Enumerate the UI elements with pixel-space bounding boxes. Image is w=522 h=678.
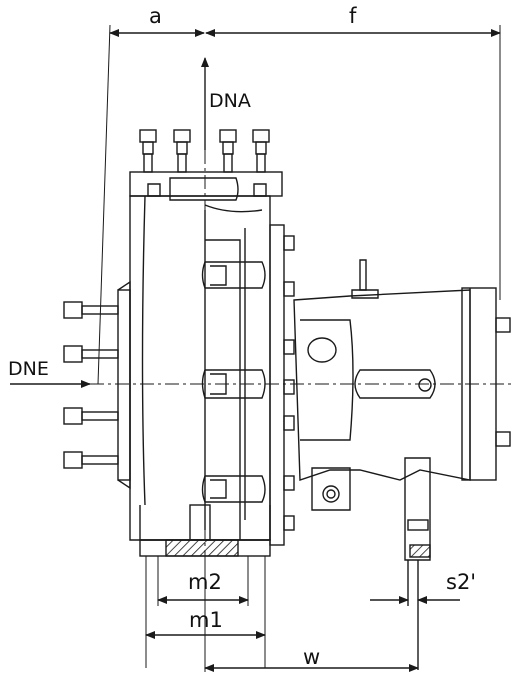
bracket-bolts [283,235,295,531]
bearing-bracket [293,289,471,481]
inlet-label: DNE [8,358,49,380]
dim-label-m1: m1 [189,608,223,632]
bracket-foot [404,457,431,561]
outlet-label: DNA [209,90,251,112]
impeller-pockets [201,261,266,503]
motor-flange [461,287,497,481]
dim-label-w: w [303,645,321,669]
suction-studs [63,301,119,469]
pump-casing [129,195,271,541]
top-studs [139,129,270,173]
dim-label-a: a [149,4,162,28]
motor-flange-bolts [495,317,511,447]
dim-label-f: f [349,4,357,28]
bracket-flange [269,224,285,546]
suction-flange [117,289,131,481]
extension-line-left [97,24,111,385]
dim-label-s2: s2' [446,570,477,594]
dim-label-m2: m2 [188,570,222,594]
